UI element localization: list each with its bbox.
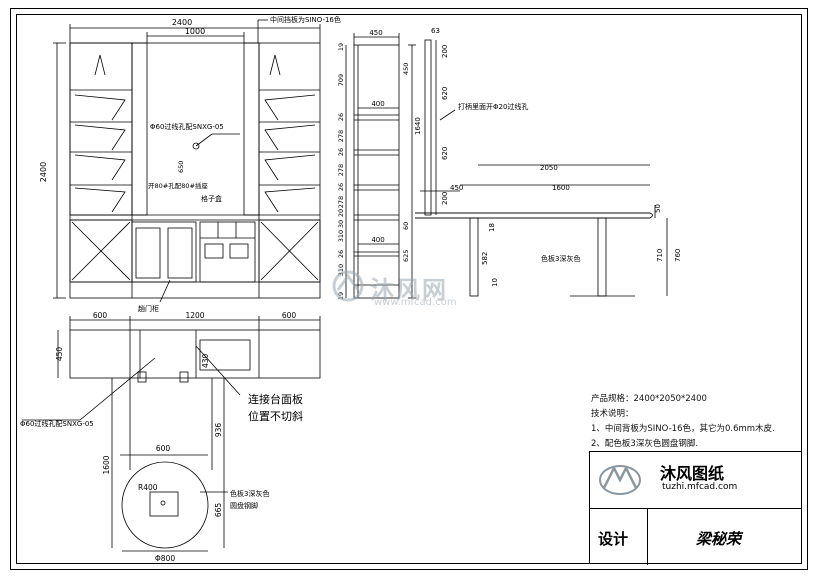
desk-dim-582: 582 [481,252,489,265]
side-vdim-label: 278 [337,196,345,208]
side-vdim-label: 26 [337,113,345,121]
side-right-dim-1: 450 [402,63,410,75]
side-dim-lower-inner: 400 [371,236,384,244]
watermark-url: www.mfcad.com [374,297,457,308]
side-vdim-label: 26 [337,148,345,156]
plan-dim-430: 430 [201,353,210,368]
designer-name: 梁秘荣 [696,530,742,548]
desk-dim-63: 63 [431,27,440,35]
side-vdim-label: 26 [337,183,345,191]
plan-dim-936: 936 [214,423,223,438]
side-vdim-label: 310 [337,230,345,242]
dim-small-650: 650 [177,161,185,173]
plan-dim-radius: R400 [138,483,158,492]
side-vdim-label: 19 [337,292,345,300]
side-vdim-label: 30 [337,220,345,228]
watermark: 沐风网 www.mfcad.com [330,268,500,308]
title-block: 沐风图纸 tuzhi.mfcad.com 设计 梁秘荣 [589,451,802,565]
desk-dim-760: 760 [674,249,682,262]
plan-view [22,316,321,552]
brand-url: tuzhi.mfcad.com [662,482,738,492]
side-vdim-label: 278 [337,130,345,142]
plan-dim-665: 665 [214,503,223,518]
side-vdim-label: 709 [337,74,345,86]
plan-dim-diameter: Φ800 [155,554,175,563]
plan-dim-600: 600 [156,444,171,453]
note-item-2: 2、配色板3深灰色圆盘钢脚. [591,439,699,449]
desk-dim-450: 450 [450,184,463,192]
dim-total-width: 2400 [172,18,192,27]
desk-dim-200-top: 200 [441,45,449,58]
side-vdim-label: 278 [337,164,345,176]
side-right-dim-2: 60 [402,222,410,230]
brand-name: 沐风图纸 [660,464,725,483]
front-view [53,19,321,303]
side-right-dim-3: 625 [402,250,410,262]
desk-dim-50: 50 [654,204,662,213]
note-connect-line-2: 位置不切斜 [248,409,303,423]
brand-logo-icon [599,465,641,495]
desk-dim-18: 18 [488,223,496,232]
tech-title: 技术说明： [591,409,634,419]
watermark-logo-icon [332,270,364,302]
note-middle-board: 中间挡板为SINO-16色 [270,15,341,24]
side-vdim-label: 20 [337,209,345,217]
note-connect-line-1: 连接台面板 [248,392,303,406]
plan-dim-depth: 450 [55,347,64,362]
spec-line: 产品规格：2400*2050*2400 [591,394,707,404]
note-color-board-desk: 色板3深灰色 [541,254,580,263]
note-base-line-2: 圆盘钢脚 [230,501,258,510]
side-view [345,33,416,299]
dim-center-width: 1000 [185,27,205,36]
desk-dim-1600: 1600 [552,184,570,192]
note-wire-hole-front: Φ60过线孔配SNXG-05 [150,122,224,131]
desk-dim-710: 710 [656,249,664,262]
plan-dim-1600: 1600 [102,455,111,474]
note-cable-hole: 打柄里面开Φ20过线孔 [458,102,528,111]
side-vdim-label: 19 [337,43,345,51]
plan-dim-right: 600 [282,311,297,320]
side-vdim-label: 310 [337,264,345,276]
note-cabinet: 趟门柜 [138,304,159,313]
dim-front-height: 2400 [39,162,48,182]
inner-frame [16,14,802,564]
side-dim-depth: 450 [369,29,382,37]
note-wire-hole-plan: Φ60过线孔配SNXG-05 [20,419,94,428]
note-item-1: 1、中间背板为SINO-16色，其它为0.6mm木皮. [591,424,775,434]
title-block-vdivider [647,508,648,565]
desk-dim-200-bottom: 200 [441,192,449,205]
note-base-line-1: 色板3深灰色 [230,489,269,498]
desk-dim-1640: 1640 [414,117,422,135]
plan-dim-left: 600 [93,311,108,320]
plan-dim-center: 1200 [185,311,204,320]
note-box: 格子盒 [201,194,222,203]
technical-notes: 产品规格：2400*2050*2400 技术说明： 1、中间背板为SINO-16… [591,392,775,452]
side-vdim-label: 26 [337,250,345,258]
outer-frame [10,8,808,570]
desk-dim-2050: 2050 [540,164,558,172]
title-block-divider [590,508,801,509]
design-label: 设计 [598,530,629,548]
desk-dim-10: 10 [491,278,499,287]
side-dim-inner: 400 [371,100,384,108]
desk-dim-620-lower: 620 [441,147,449,160]
desk-dim-620: 620 [441,87,449,100]
watermark-text: 沐风网 [370,276,448,304]
desk-view [415,39,668,297]
note-bracket: 开80#孔配80#插座 [148,181,208,190]
